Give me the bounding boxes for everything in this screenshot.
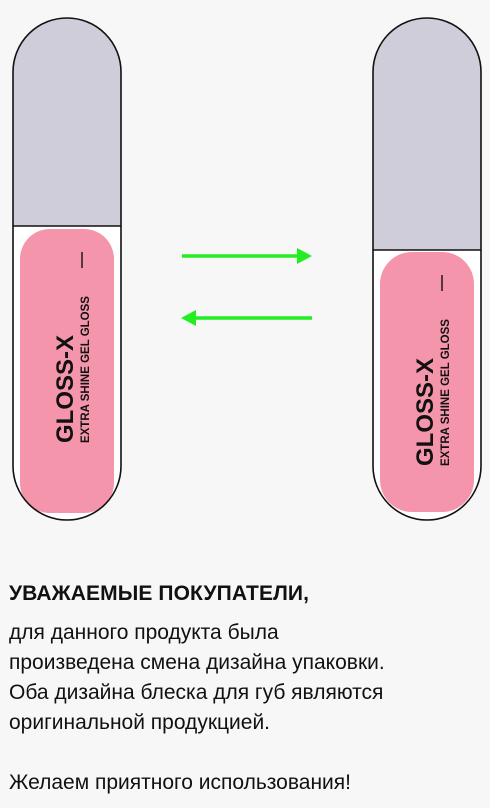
old-tube-outline (12, 17, 122, 521)
new-tube-label: GLOSS-X EXTRA SHINE GEL GLOSS (412, 319, 452, 466)
old-tube-brand: GLOSS-X (52, 335, 79, 443)
notice-body-line: произведена смена дизайна упаковки. (9, 651, 385, 674)
old-tube-cap (13, 18, 121, 226)
notice-body-line: оригинальной продукцией. (9, 711, 271, 734)
old-tube-label: GLOSS-X EXTRA SHINE GEL GLOSS (52, 296, 92, 443)
packaging-comparison-illustration: GLOSS-X EXTRA SHINE GEL GLOSS GLOSS-X EX… (12, 17, 482, 521)
notice-wish: Желаем приятного использования! (9, 771, 351, 794)
arrow-left-icon (181, 310, 312, 326)
notice-block: УВАЖАЕМЫЕ ПОКУПАТЕЛИ, для данного продук… (9, 576, 479, 798)
old-tube-subtitle: EXTRA SHINE GEL GLOSS (80, 296, 92, 443)
new-design-tube: GLOSS-X EXTRA SHINE GEL GLOSS (372, 17, 482, 521)
old-design-tube: GLOSS-X EXTRA SHINE GEL GLOSS (12, 17, 122, 521)
old-tube-pink-window (20, 229, 114, 513)
new-tube-brand: GLOSS-X (412, 358, 439, 466)
notice-body: для данного продукта была произведена см… (9, 618, 479, 738)
notice-body-line: для данного продукта была (9, 621, 279, 644)
notice-body-line: Оба дизайна блеска для губ являются (9, 681, 384, 704)
notice-heading: УВАЖАЕМЫЕ ПОКУПАТЕЛИ, (9, 582, 310, 605)
new-tube-subtitle: EXTRA SHINE GEL GLOSS (440, 319, 452, 466)
new-tube-cap (373, 18, 481, 250)
arrow-right-icon (182, 248, 312, 264)
new-tube-outline (372, 17, 482, 521)
new-tube-pink-window (380, 252, 474, 512)
